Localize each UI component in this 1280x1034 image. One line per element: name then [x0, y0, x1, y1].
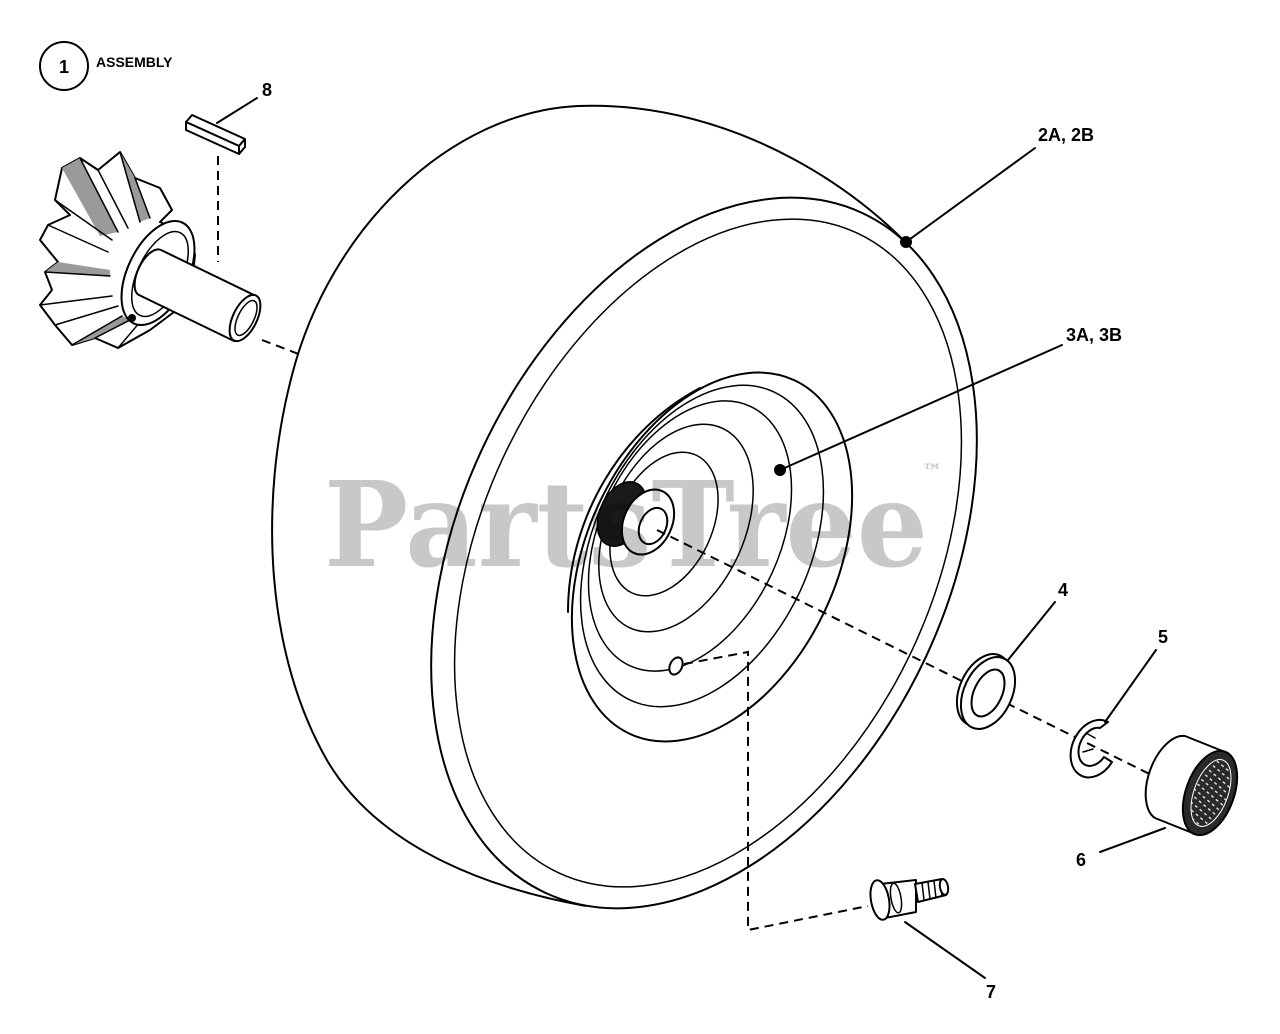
leader-line — [1099, 827, 1166, 853]
fin-edges — [39, 151, 151, 349]
callout-label: 5 — [1158, 627, 1168, 647]
valve-stem-collar — [889, 882, 903, 914]
leader-line — [1104, 649, 1157, 723]
e-clip-body — [1069, 718, 1113, 779]
shaft-guide-line — [261, 339, 305, 357]
fin-shading — [62, 158, 118, 236]
callout-label: 6 — [1076, 850, 1086, 870]
hub-bore — [637, 506, 669, 546]
callout-label: 8 — [262, 80, 272, 100]
axle-hub-assembly — [39, 151, 262, 349]
key-part — [185, 114, 246, 155]
leader-line — [905, 147, 1036, 243]
valve-stem-tip-end — [938, 878, 950, 896]
assembly-marker: 1 ASSEMBLY — [39, 41, 173, 91]
cap-face-knurl — [1190, 759, 1232, 827]
leader-line — [1007, 601, 1056, 661]
valve-stem-thread — [921, 879, 943, 901]
assembly-guide-lines — [217, 156, 1193, 932]
valve-guide-line — [683, 650, 869, 932]
axle-shaft-bevel — [234, 299, 258, 337]
callout-label: 7 — [986, 982, 996, 1002]
axle-shaft — [133, 248, 257, 342]
fin-shading — [120, 152, 150, 222]
e-clip-part — [1069, 718, 1113, 779]
valve-hole — [668, 656, 684, 676]
key-end-face — [238, 138, 246, 155]
rim-flange-lip — [567, 387, 701, 613]
leader-line — [216, 97, 258, 124]
leader-dot — [900, 236, 912, 248]
axis-guide-line — [656, 529, 1193, 796]
valve-stem-part — [869, 878, 950, 921]
valve-stem-base — [869, 879, 891, 921]
leader-line — [904, 921, 986, 979]
assembly-number-circle — [39, 41, 89, 91]
axle-shaft-end — [228, 293, 262, 343]
tire-sidewall-line — [453, 218, 963, 888]
assembly-number: 1 — [59, 57, 69, 77]
washer-hole — [970, 668, 1006, 718]
callout-label: 4 — [1058, 580, 1068, 600]
flange-hole — [128, 314, 136, 322]
callout-label: 3A, 3B — [1066, 325, 1122, 345]
cap-part — [1144, 734, 1239, 837]
watermark-text: PartsTree — [324, 455, 928, 594]
callout-label: 2A, 2B — [1038, 125, 1094, 145]
assembly-label: ASSEMBLY — [96, 54, 173, 70]
leader-line — [779, 344, 1063, 471]
e-clip-prongs — [1082, 732, 1096, 753]
watermark: PartsTree ™ — [324, 455, 942, 594]
leader-dot — [774, 464, 786, 476]
fin-shading — [72, 316, 130, 345]
washer-part — [955, 653, 1017, 730]
watermark-trademark: ™ — [922, 459, 942, 483]
callout-leaders — [216, 97, 1166, 979]
